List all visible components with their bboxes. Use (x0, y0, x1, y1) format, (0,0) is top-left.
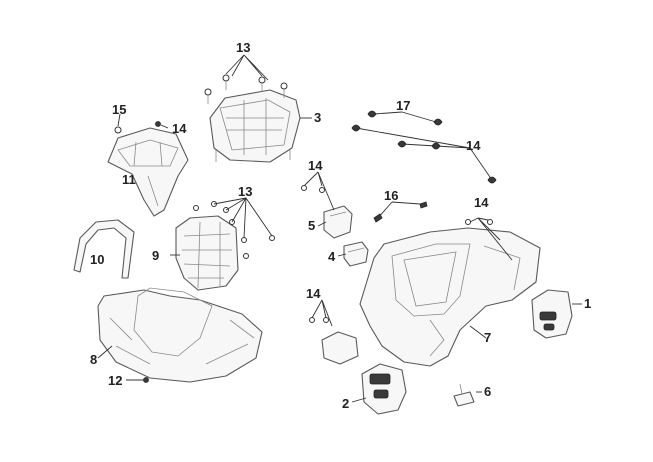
part-11-inner-cover (107, 127, 189, 217)
callout-14-lower: 14 (306, 286, 321, 301)
callout-9: 9 (152, 248, 159, 263)
part-10-trim (73, 219, 135, 279)
callout-13-top: 13 (236, 40, 250, 55)
callout-14-right: 14 (474, 195, 489, 210)
callout-16: 16 (384, 188, 398, 203)
callout-12: 12 (108, 373, 122, 388)
part-9-headlight (175, 215, 239, 291)
callout-15: 15 (112, 102, 126, 117)
callout-17: 17 (396, 98, 410, 113)
callout-13-middle: 13 (238, 184, 252, 199)
callout-11: 11 (122, 172, 136, 187)
callout-8: 8 (90, 352, 97, 367)
callout-10: 10 (90, 252, 104, 267)
clips-16 (373, 201, 428, 223)
part-4-switch (343, 241, 369, 267)
callout-5: 5 (308, 218, 315, 233)
part-1-switch-housing (531, 289, 573, 339)
callout-14-center: 14 (308, 158, 323, 173)
bolts-13-top (204, 74, 288, 104)
callout-6: 6 (484, 384, 491, 399)
callout-14-upper-right: 14 (466, 138, 481, 153)
callout-7: 7 (484, 330, 491, 345)
part-3-meter-frame (209, 89, 301, 163)
part-6-cap (453, 383, 475, 407)
callout-2: 2 (342, 396, 349, 411)
callout-4: 4 (328, 249, 336, 264)
callout-14-left: 14 (172, 121, 187, 136)
callout-1: 1 (584, 296, 591, 311)
part-7-inner-cover (359, 227, 541, 367)
part-8-front-cover (97, 287, 263, 383)
part-2-switch-housing (361, 363, 407, 415)
callout-3: 3 (314, 110, 321, 125)
part-5-switch (323, 205, 353, 239)
